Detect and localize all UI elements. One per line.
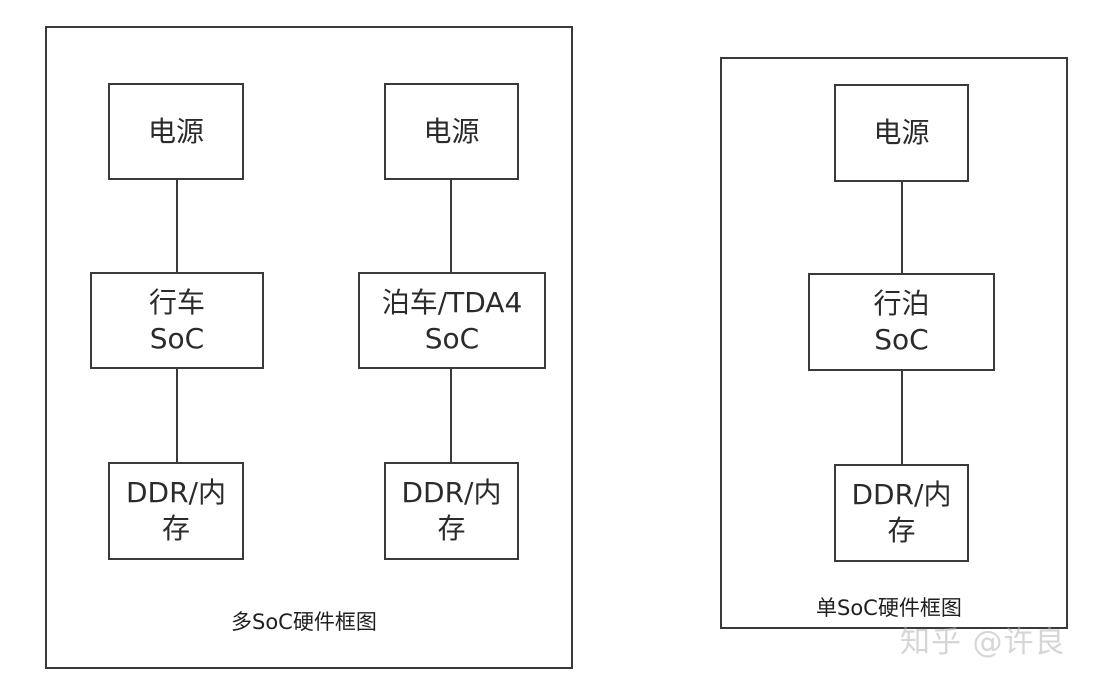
ddr-box-single: DDR/内 存 — [834, 464, 969, 562]
ddr-label-line1: DDR/内 — [401, 476, 502, 509]
ddr-label-line1: DDR/内 — [125, 476, 226, 509]
multi-soc-caption: 多SoC硬件框图 — [231, 610, 377, 634]
ddr-label-line2: 存 — [161, 512, 190, 545]
soc-label-line1: 行车 — [148, 285, 205, 319]
soc-box-driving: 行车 SoC — [90, 272, 264, 369]
ddr-box-driving: DDR/内 存 — [108, 462, 244, 560]
ddr-label-line2: 存 — [437, 512, 466, 545]
power-label: 电源 — [423, 114, 480, 148]
soc-label-line2: SoC — [149, 321, 205, 355]
soc-label-line1: 行泊 — [873, 287, 930, 320]
connector-line — [176, 180, 178, 273]
ddr-box-parking: DDR/内 存 — [384, 462, 519, 560]
connector-line — [901, 182, 903, 274]
power-box-driving: 电源 — [108, 83, 244, 180]
soc-label-line2: SoC — [874, 323, 929, 356]
multi-soc-diagram-frame — [45, 26, 573, 669]
soc-label-line2: SoC — [424, 321, 480, 355]
power-box-single: 电源 — [834, 84, 969, 182]
connector-line — [176, 369, 178, 463]
watermark: 知乎 @许良 — [900, 625, 1066, 660]
single-soc-caption: 单SoC硬件框图 — [816, 596, 962, 620]
ddr-label-line1: DDR/内 — [851, 478, 952, 511]
power-label: 电源 — [873, 116, 930, 149]
soc-label-line1: 泊车/TDA4 — [381, 285, 523, 319]
single-soc-diagram-frame — [720, 57, 1068, 629]
soc-box-single: 行泊 SoC — [808, 273, 995, 371]
soc-box-parking: 泊车/TDA4 SoC — [358, 272, 546, 369]
power-box-parking: 电源 — [384, 83, 519, 180]
ddr-label-line2: 存 — [887, 514, 916, 547]
connector-line — [450, 180, 452, 273]
connector-line — [901, 371, 903, 465]
connector-line — [450, 369, 452, 463]
power-label: 电源 — [147, 114, 204, 148]
